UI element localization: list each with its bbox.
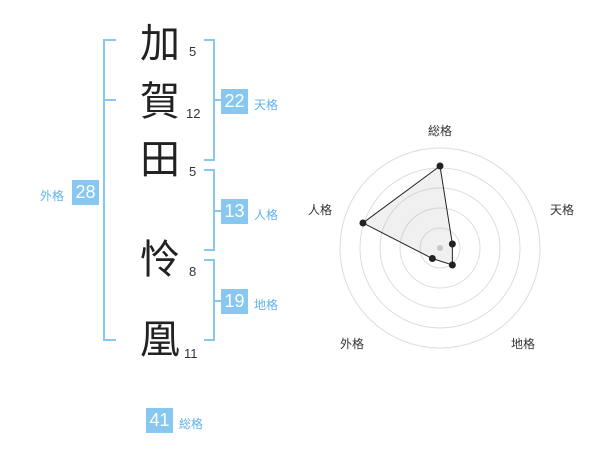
radar-axis-label-gaikaku: 外格 [340,337,365,351]
tenkaku-badge: 22 [221,89,248,114]
stroke-count-3: 5 [189,164,197,179]
radar-point-3 [448,261,456,269]
radar-ring [379,187,501,309]
stroke-count-5: 11 [184,346,198,361]
radar-ring [399,207,481,289]
radar-axis-label-chikaku: 地格 [511,337,536,351]
name-char-5: 凰 [140,317,180,363]
stroke-count-2: 12 [186,106,201,121]
chikaku-label: 地格 [254,298,279,312]
radar-ring [339,147,541,349]
radar-point-2 [448,240,456,248]
jinkaku-label: 人格 [254,208,279,222]
name-char-2: 賀 [140,79,180,125]
radar-point-4 [428,255,436,263]
soukaku-label: 総格 [179,417,204,431]
radar-polygon [362,165,453,266]
chikaku-badge: 19 [221,289,248,314]
radar-axis-label-tenkaku: 天格 [550,203,575,217]
name-char-4: 怜 [140,237,180,283]
radar-axis-label-jinkaku: 人格 [308,203,333,217]
stroke-count-1: 5 [189,44,197,59]
name-char-3: 田 [140,137,180,183]
stroke-count-4: 8 [189,264,197,279]
gaikaku-badge: 28 [72,180,99,205]
radar-ring [419,227,461,269]
soukaku-badge: 41 [146,408,173,433]
tenkaku-label: 天格 [254,98,279,112]
gaikaku-label: 外格 [40,189,65,203]
radar-center [437,245,443,251]
radar-point-5 [359,219,367,227]
radar-axis-label-soukaku: 総格 [428,124,453,138]
jinkaku-badge: 13 [221,199,248,224]
radar-point-1 [436,162,444,170]
name-char-1: 加 [140,21,180,67]
